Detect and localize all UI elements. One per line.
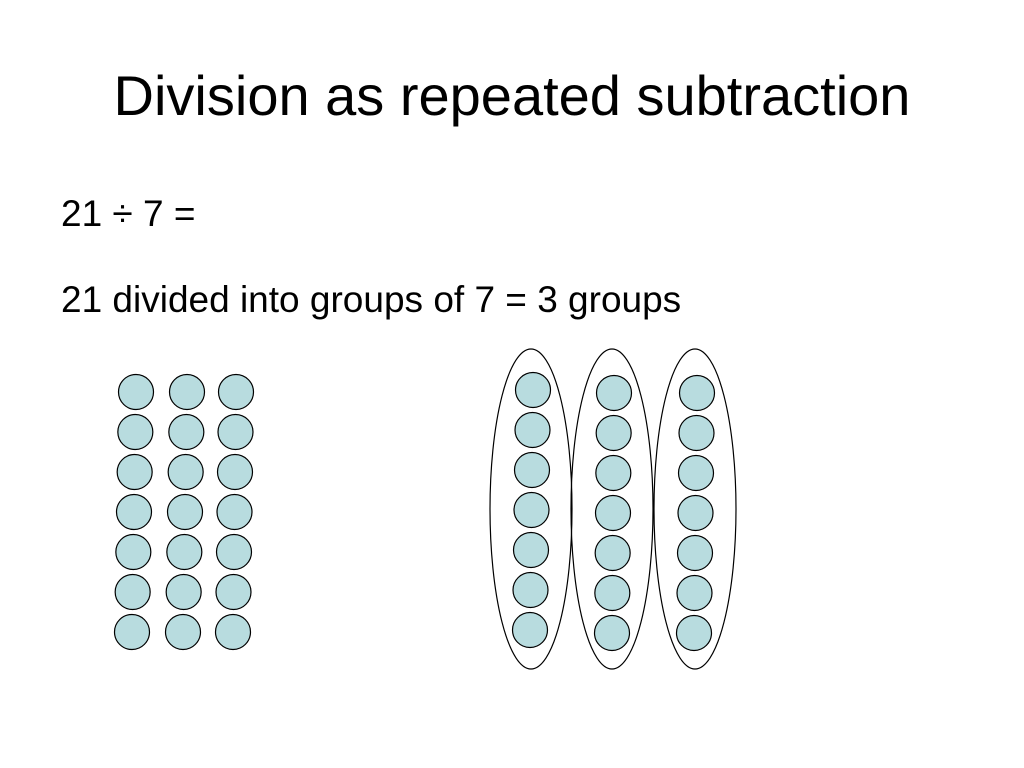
group-1-dot — [512, 571, 549, 609]
group-1-dot — [514, 411, 551, 449]
group-1-dot — [513, 451, 551, 489]
division-explanation: 21 divided into groups of 7 = 3 groups — [61, 279, 682, 320]
group-3-dot — [676, 574, 713, 612]
division-equation: 21 ÷ 7 = — [61, 193, 196, 234]
ungrouped-dot — [115, 493, 153, 531]
ungrouped-dot — [164, 613, 202, 651]
ungrouped-dot — [217, 373, 255, 411]
group-2-dot — [595, 454, 632, 492]
group-2-dot — [594, 494, 632, 532]
group-2-dot — [593, 614, 631, 652]
group-3-dot — [675, 614, 713, 652]
slide-title: Division as repeated subtraction — [113, 64, 911, 127]
group-2-dot — [594, 534, 631, 572]
group-3-dot — [676, 534, 714, 572]
group-1-dot — [513, 491, 550, 529]
group-3-dot — [677, 494, 714, 532]
group-1-dot — [512, 531, 550, 569]
group-2-dot — [595, 374, 633, 412]
ungrouped-dot — [114, 573, 151, 611]
ungrouped-dot — [216, 493, 253, 531]
group-3-dot — [678, 374, 716, 412]
ungrouped-dot — [115, 533, 152, 571]
group-ring-1 — [489, 348, 573, 670]
ungrouped-dot — [217, 413, 254, 451]
group-ring-2 — [570, 348, 654, 670]
ungrouped-dot — [168, 413, 205, 451]
group-3-dot — [677, 454, 715, 492]
ungrouped-dot — [214, 613, 252, 651]
ungrouped-dot — [117, 373, 155, 411]
ungrouped-dot — [117, 413, 154, 451]
ungrouped-dot — [165, 573, 202, 611]
ungrouped-dot — [166, 493, 204, 531]
group-1-dot — [514, 371, 552, 409]
ungrouped-dot — [215, 533, 253, 571]
ungrouped-dot — [113, 613, 151, 651]
ungrouped-dot — [216, 453, 254, 491]
group-2-dot — [594, 574, 631, 612]
ungrouped-dot — [215, 573, 252, 611]
group-3-dot — [678, 414, 715, 452]
ungrouped-dots — [113, 373, 255, 651]
group-2-dot — [595, 414, 632, 452]
group-1-dot — [511, 611, 549, 649]
group-ring-3 — [653, 348, 737, 670]
ungrouped-dot — [116, 453, 153, 491]
ungrouped-dot — [167, 453, 204, 491]
ungrouped-dot — [166, 533, 203, 571]
grouped-dots — [489, 348, 737, 670]
ungrouped-dot — [168, 373, 206, 411]
